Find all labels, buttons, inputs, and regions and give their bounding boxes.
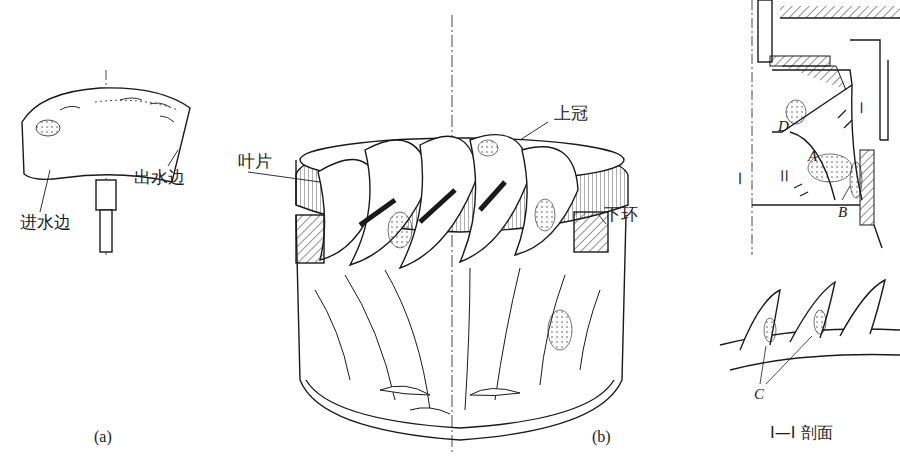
zone-letter: B (836, 204, 849, 221)
section-title: Ⅰ—Ⅰ 剖面 (768, 424, 835, 442)
figure-tag: (b) (590, 428, 613, 446)
figure-tag: (a) (92, 428, 114, 446)
section-mark: Ⅰ (730, 170, 750, 188)
part-label: 下环 (602, 205, 640, 224)
part-label: 上冠 (552, 104, 590, 123)
zone-letter: C (752, 386, 766, 403)
part-label: 进水边 (18, 213, 73, 232)
part-label: 叶片 (236, 152, 274, 171)
part-label: 出水边 (132, 168, 187, 187)
zone-letter: D (776, 118, 791, 135)
zone-letter: A (806, 148, 819, 165)
section-mark: Ⅰ (852, 100, 871, 117)
section-mark: Ⅱ (775, 168, 794, 185)
